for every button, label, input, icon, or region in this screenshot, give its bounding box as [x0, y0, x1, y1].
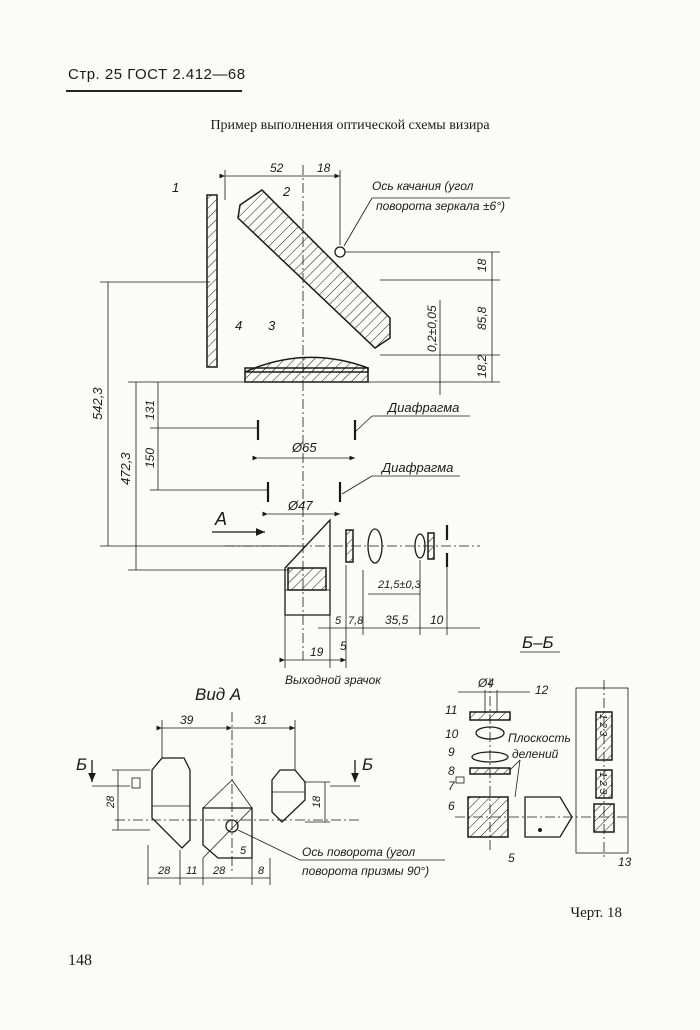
position-8: 8 [448, 764, 455, 778]
lens-9 [414, 533, 426, 559]
dim-150: 150 [143, 448, 157, 468]
header-rule [66, 90, 242, 92]
eyepiece-11 [427, 532, 435, 560]
dim-5: 5 [335, 615, 342, 627]
page-title: Пример выполнения оптической схемы визир… [210, 118, 490, 133]
swing-mirror-2 [237, 189, 391, 349]
dim-18-view: 18 [311, 795, 323, 808]
position-12: 12 [535, 683, 549, 697]
view-a-prism-right [271, 769, 306, 823]
diaphragm-label-1: Диафрагма [386, 400, 459, 415]
scale-digits-top: 1 2 3 [597, 714, 608, 737]
dim-5-view: 5 [240, 845, 247, 857]
dim-52: 52 [270, 161, 284, 175]
dim-19: 19 [310, 645, 324, 659]
dim-7-8: 7,8 [348, 615, 364, 627]
rotation-axis-label-2: поворота призмы 90°) [302, 864, 429, 878]
dim-28-b: 28 [212, 865, 226, 877]
rotation-axis-marker [225, 819, 239, 833]
lens-4 [244, 367, 369, 383]
exit-pupil-label: Выходной зрачок [285, 673, 382, 687]
diaphragm-label-2: Диафрагма [380, 460, 453, 475]
dim-18-top: 18 [317, 161, 331, 175]
view-a-prism-left [151, 757, 191, 849]
lens-10 [475, 726, 505, 740]
position-6: 6 [448, 799, 455, 813]
reticle-bottom [595, 769, 613, 799]
protective-glass-1 [206, 194, 218, 368]
position-2: 2 [282, 184, 291, 199]
prism-5b [524, 796, 573, 838]
section-b-right-label: Б [362, 755, 373, 774]
dim-11: 11 [186, 865, 197, 877]
section-bb-label: Б–Б [522, 633, 554, 652]
dim-d65: Ø65 [291, 440, 317, 455]
view-a-label: Вид А [195, 685, 241, 704]
position-10: 10 [445, 727, 459, 741]
dim-85-8: 85,8 [475, 306, 489, 330]
position-11: 11 [445, 703, 457, 717]
figure-label: Черт. 18 [570, 905, 622, 921]
position-13: 13 [618, 855, 632, 869]
dim-21-5: 21,5±0,3 [377, 579, 422, 591]
scale-8 [469, 767, 511, 775]
rotation-axis-label-1: Ось поворота (угол [302, 845, 415, 859]
reticle-top [595, 711, 613, 761]
view-a-prism-center [202, 807, 253, 859]
eyepiece-12 [469, 711, 511, 721]
swing-axis-leader [343, 197, 373, 247]
dim-542-3: 542,3 [90, 387, 105, 420]
swing-axis-label-1: Ось качания (угол [372, 179, 474, 193]
frame-13 [575, 687, 629, 854]
position-7: 7 [448, 779, 456, 793]
position-5b: 5 [508, 851, 515, 865]
dim-131: 131 [143, 400, 157, 420]
swing-axis-label-2: поворота зеркала ±6°) [376, 199, 505, 213]
dim-18-v: 18 [475, 258, 489, 272]
dim-10: 10 [430, 613, 444, 627]
lens-9b [471, 751, 509, 763]
dim-0-2: 0,2±0,05 [425, 305, 439, 352]
position-9: 9 [448, 745, 455, 759]
reticle-window [593, 803, 615, 833]
swing-axis-marker [334, 246, 346, 258]
position-3: 3 [268, 318, 276, 333]
dim-31: 31 [254, 713, 267, 727]
dim-28-v: 28 [105, 795, 117, 809]
dim-35-5: 35,5 [385, 613, 409, 627]
dim-d4: Ø4 [477, 676, 494, 690]
dim-39: 39 [180, 713, 194, 727]
scale-plane-label-1: Плоскость [508, 731, 571, 745]
scale-plane-label-2: делений [512, 747, 559, 761]
view-a-arrow-label: А [214, 509, 227, 529]
position-4: 4 [235, 318, 242, 333]
position-5a: 5 [340, 639, 347, 653]
dim-472-3: 472,3 [118, 452, 133, 485]
scale-digits-bottom: 1 2 3 [597, 772, 608, 795]
lens-7 [367, 528, 383, 564]
dim-8: 8 [258, 865, 265, 877]
dim-d47: Ø47 [287, 498, 313, 513]
scale-plate-6 [345, 529, 354, 563]
page-number: 148 [68, 952, 92, 969]
page-header: Стр. 25 ГОСТ 2.412—68 [68, 66, 246, 83]
dim-18-2: 18,2 [475, 354, 489, 378]
position-1: 1 [172, 180, 179, 195]
section-b-left-label: Б [76, 755, 87, 774]
dim-28-a: 28 [157, 865, 171, 877]
